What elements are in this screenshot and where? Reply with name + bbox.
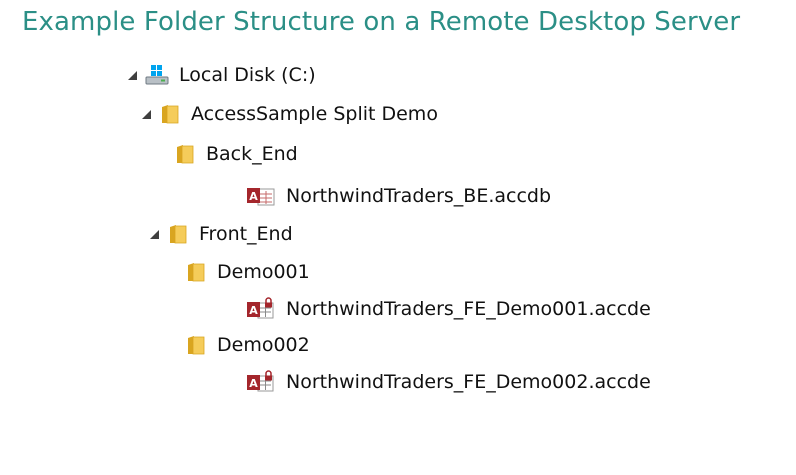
expand-arrow-icon[interactable]	[128, 70, 137, 80]
page-title: Example Folder Structure on a Remote Des…	[22, 7, 741, 37]
tree-item-label: Front_End	[199, 223, 293, 245]
svg-text:A: A	[249, 377, 258, 390]
tree-item-label: Back_End	[206, 143, 298, 165]
tree-item-label: NorthwindTraders_BE.accdb	[286, 185, 552, 207]
tree-item-label: Local Disk (C:)	[179, 64, 316, 86]
tree-item-local-disk[interactable]: Local Disk (C:)	[128, 60, 316, 90]
tree-item-demo002[interactable]: Demo002	[168, 330, 310, 360]
tree-item-front-end[interactable]: Front_End	[150, 219, 293, 249]
access-database-icon: A	[246, 185, 276, 207]
folder-icon	[159, 103, 181, 125]
drive-icon	[145, 64, 169, 86]
tree-item-label: NorthwindTraders_FE_Demo002.accde	[286, 371, 651, 393]
folder-icon	[185, 261, 207, 283]
tree-item-label: Demo002	[217, 334, 310, 356]
expand-arrow-icon[interactable]	[142, 109, 151, 119]
tree-item-accesssample-split-demo[interactable]: AccessSample Split Demo	[142, 99, 438, 129]
access-locked-database-icon: A	[246, 297, 276, 321]
folder-icon	[185, 334, 207, 356]
tree-item-back-end[interactable]: Back_End	[157, 139, 298, 169]
tree-item-northwindtraders-be[interactable]: A NorthwindTraders_BE.accdb	[246, 181, 551, 211]
tree-item-demo001[interactable]: Demo001	[168, 257, 310, 287]
tree-item-label: NorthwindTraders_FE_Demo001.accde	[286, 298, 651, 320]
tree-item-northwindtraders-fe-demo002[interactable]: A NorthwindTraders_FE_Demo002.accde	[246, 367, 651, 397]
svg-text:A: A	[249, 190, 258, 203]
tree-item-label: Demo001	[217, 261, 310, 283]
expand-arrow-icon[interactable]	[150, 229, 159, 239]
access-locked-database-icon: A	[246, 370, 276, 394]
folder-icon	[167, 223, 189, 245]
svg-text:A: A	[249, 304, 258, 317]
tree-item-label: AccessSample Split Demo	[191, 103, 438, 125]
folder-icon	[174, 143, 196, 165]
tree-item-northwindtraders-fe-demo001[interactable]: A NorthwindTraders_FE_Demo001.accde	[246, 294, 651, 324]
